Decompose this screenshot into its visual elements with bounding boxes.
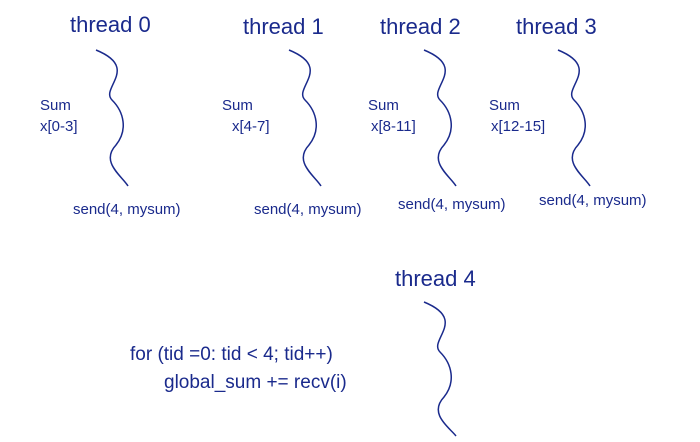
- thread-3-title: thread 3: [516, 14, 597, 39]
- thread-3-sum-label: Sum: [489, 97, 520, 114]
- thread-0-range-label: x[0-3]: [40, 118, 78, 135]
- thread-2-sum-label: Sum: [368, 97, 399, 114]
- thread-0-send-label: send(4, mysum): [73, 201, 181, 218]
- thread-1-range-label: x[4-7]: [232, 118, 270, 135]
- thread-3-range-label: x[12-15]: [491, 118, 546, 135]
- code-line-accumulate: global_sum += recv(i): [164, 372, 347, 393]
- thread-3-send-label: send(4, mysum): [539, 192, 647, 209]
- thread-3-wave: [557, 49, 591, 187]
- thread-1-send-label: send(4, mysum): [254, 201, 362, 218]
- thread-0-wave: [95, 49, 129, 187]
- thread-4-wave: [423, 301, 457, 437]
- thread-2-range-label: x[8-11]: [371, 118, 416, 135]
- thread-1-title: thread 1: [243, 14, 324, 39]
- thread-0-title: thread 0: [70, 12, 151, 37]
- thread-1-wave: [288, 49, 322, 187]
- thread-2-title: thread 2: [380, 14, 461, 39]
- thread-2-send-label: send(4, mysum): [398, 196, 506, 213]
- thread-2-wave: [423, 49, 457, 187]
- code-line-loop: for (tid =0: tid < 4; tid++): [130, 344, 333, 365]
- thread-0-sum-label: Sum: [40, 97, 71, 114]
- thread-4-title: thread 4: [395, 266, 476, 291]
- thread-1-sum-label: Sum: [222, 97, 253, 114]
